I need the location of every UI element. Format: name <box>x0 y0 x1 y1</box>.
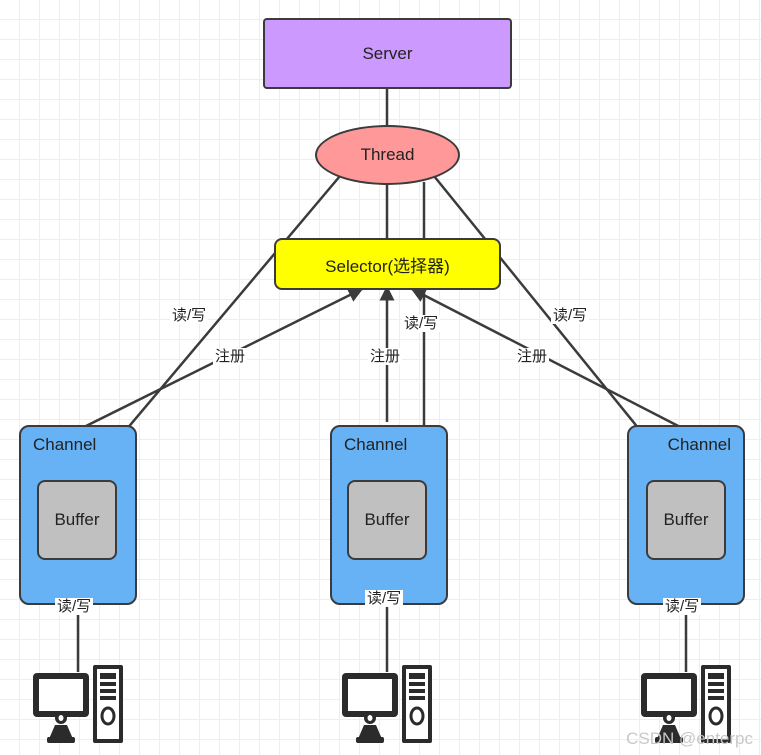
node-buffer-right[interactable]: Buffer <box>646 480 726 560</box>
node-channel-right-label: Channel <box>667 435 731 454</box>
node-buffer-center-label: Buffer <box>364 510 410 529</box>
node-thread-label: Thread <box>360 145 415 164</box>
edge-label-rw-bottom-center: 读/写 <box>365 590 404 607</box>
desktop-computer-icon-left <box>33 665 123 743</box>
desktop-computer-icon-center <box>342 665 432 743</box>
edge-label-rw-bottom-left: 读/写 <box>55 598 94 615</box>
node-buffer-right-label: Buffer <box>663 510 709 529</box>
node-channel-left-label: Channel <box>33 435 97 454</box>
node-buffer-left[interactable]: Buffer <box>37 480 117 560</box>
node-selector-label: Selector(选择器) <box>325 256 450 276</box>
node-server[interactable]: Server <box>263 18 512 89</box>
node-server-label: Server <box>362 43 413 63</box>
node-channel-center-label: Channel <box>344 435 408 454</box>
node-thread[interactable]: Thread <box>315 125 460 185</box>
edge-label-register-left: 注册 <box>213 348 248 365</box>
edge-label-register-right: 注册 <box>515 348 550 365</box>
desktop-computer-icon-right <box>641 665 731 743</box>
watermark: CSDN @enterpc <box>626 729 753 748</box>
edge-label-rw-center: 读/写 <box>402 315 441 332</box>
edge-label-register-center: 注册 <box>368 348 403 365</box>
edge-label-rw-left: 读/写 <box>170 307 209 324</box>
edge-label-rw-bottom-right: 读/写 <box>663 598 702 615</box>
node-buffer-left-label: Buffer <box>54 510 100 529</box>
edge-label-rw-right: 读/写 <box>551 307 590 324</box>
node-buffer-center[interactable]: Buffer <box>347 480 427 560</box>
node-selector[interactable]: Selector(选择器) <box>274 238 501 290</box>
